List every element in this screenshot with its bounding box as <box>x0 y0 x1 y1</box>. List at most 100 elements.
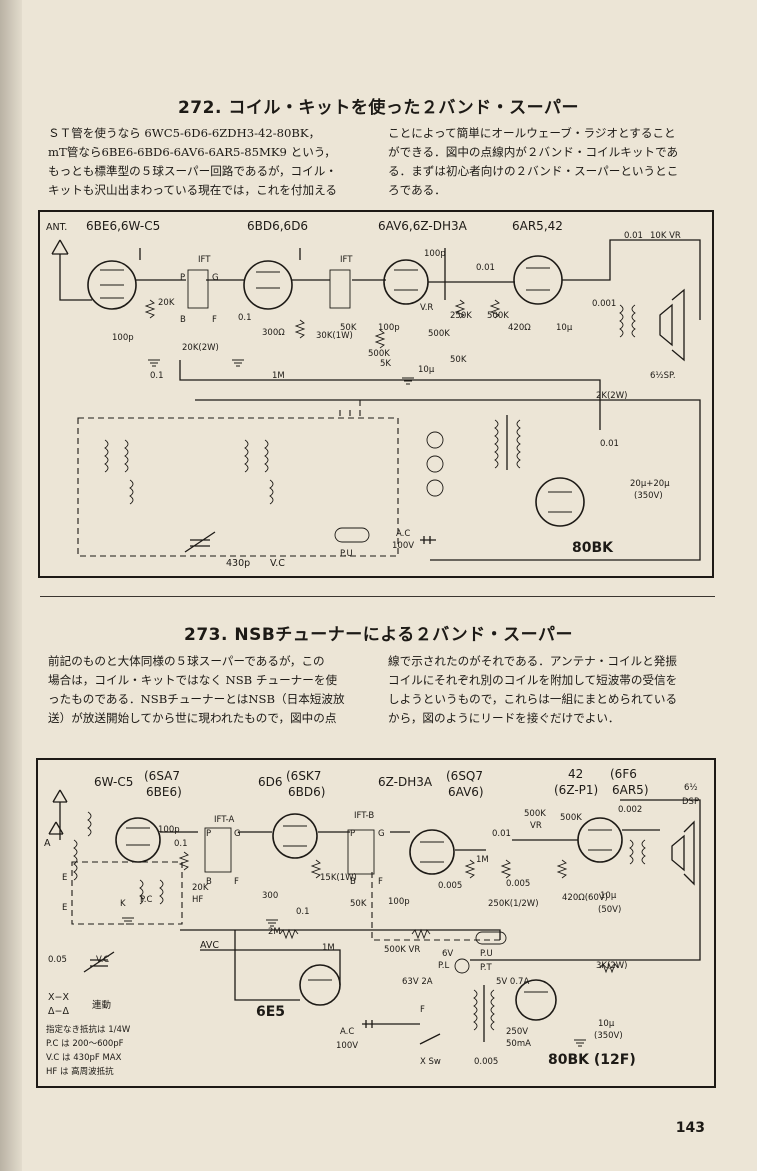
svg-text:(6SQ7: (6SQ7 <box>446 769 483 783</box>
svg-text:0.002: 0.002 <box>618 805 642 815</box>
svg-text:50mA: 50mA <box>506 1039 531 1049</box>
svg-text:50K: 50K <box>450 355 467 365</box>
svg-text:500K: 500K <box>428 329 450 339</box>
svg-text:300: 300 <box>262 891 278 901</box>
svg-text:10μ: 10μ <box>600 891 617 901</box>
svg-text:0.1: 0.1 <box>296 907 310 917</box>
svg-text:3K(2W): 3K(2W) <box>596 961 627 971</box>
svg-text:0.005: 0.005 <box>438 881 462 891</box>
svg-text:B: B <box>180 315 186 325</box>
svg-text:IFT: IFT <box>198 255 211 265</box>
svg-text:V.R: V.R <box>420 303 433 313</box>
svg-text:0.001: 0.001 <box>592 299 616 309</box>
svg-text:P.U: P.U <box>340 549 353 559</box>
svg-text:1M: 1M <box>272 371 285 381</box>
svg-text:500K: 500K <box>487 311 509 321</box>
svg-text:10K VR: 10K VR <box>650 231 681 241</box>
svg-text:20K(2W): 20K(2W) <box>182 343 219 353</box>
svg-text:5V 0.7A: 5V 0.7A <box>496 977 529 987</box>
svg-text:P.U: P.U <box>480 949 493 959</box>
svg-text:6BE6): 6BE6) <box>146 785 182 799</box>
svg-text:10μ: 10μ <box>418 365 435 375</box>
svg-text:(350V): (350V) <box>634 491 663 501</box>
svg-text:300Ω: 300Ω <box>262 328 285 338</box>
svg-text:500K VR: 500K VR <box>384 945 420 955</box>
svg-text:420Ω(60V): 420Ω(60V) <box>562 893 608 903</box>
svg-text:2K(2W): 2K(2W) <box>596 391 627 401</box>
svg-text:0.1: 0.1 <box>238 313 252 323</box>
svg-text:0.05: 0.05 <box>48 955 67 965</box>
schematic-272-wiring <box>51 239 701 561</box>
svg-text:V.C: V.C <box>96 955 109 965</box>
tube-label-6wc5: 6W-C5 <box>94 775 133 789</box>
page-number: 143 <box>675 1120 705 1136</box>
tube-label-6ar5: 6AR5,42 <box>512 219 563 233</box>
svg-text:0.1: 0.1 <box>174 839 188 849</box>
section-273-text-right: 線で示されたのがそれである．アンテナ・コイルと発振 コイルにそれぞれ別のコイルを… <box>388 654 678 725</box>
svg-text:(350V): (350V) <box>594 1031 623 1041</box>
svg-text:(6SK7: (6SK7 <box>286 769 321 783</box>
svg-text:AVC: AVC <box>200 940 219 951</box>
section-divider <box>40 596 715 597</box>
svg-text:100p: 100p <box>112 333 134 343</box>
circuit-diagram-273 <box>36 758 716 1088</box>
tube-label-6zdh3a: 6Z-DH3A <box>378 775 433 789</box>
svg-text:DSP: DSP <box>682 797 699 807</box>
svg-text:6V: 6V <box>442 949 453 959</box>
svg-text:X Sw: X Sw <box>420 1057 441 1067</box>
svg-text:P: P <box>350 829 355 839</box>
tube-label-42: 42 <box>568 767 583 781</box>
svg-text:5K: 5K <box>380 359 391 369</box>
svg-text:P: P <box>180 273 185 283</box>
svg-text:6BD6): 6BD6) <box>288 785 325 799</box>
tube-label-6av6: 6AV6,6Z-DH3A <box>378 219 468 233</box>
svg-text:500K: 500K <box>368 349 390 359</box>
tube-label-80bk: 80BK <box>572 540 614 556</box>
section-273-title: 273. NSBチューナーによる２バンド・スーパー <box>184 625 573 645</box>
svg-text:A.C: A.C <box>340 1027 354 1037</box>
svg-text:(6Z-P1): (6Z-P1) <box>554 783 598 797</box>
note-resistor: 指定なき抵抗は 1/4W <box>46 1024 131 1035</box>
svg-text:15K(1W): 15K(1W) <box>320 873 357 883</box>
book-gutter <box>0 0 22 1171</box>
tube-label-6bd6: 6BD6,6D6 <box>247 219 308 233</box>
svg-text:100p: 100p <box>158 825 180 835</box>
svg-text:6½SP.: 6½SP. <box>650 371 676 381</box>
svg-text:F: F <box>234 877 239 887</box>
svg-text:IFT-B: IFT-B <box>354 811 374 821</box>
label-ant: ANT. <box>46 222 67 233</box>
svg-text:420Ω: 420Ω <box>508 323 531 333</box>
section-272-text-left: ＳＴ管を使うなら 6WC5-6D6-6ZDH3-42-80BK， mT管なら6B… <box>48 126 337 197</box>
svg-text:VR: VR <box>530 821 542 831</box>
svg-text:0.005: 0.005 <box>474 1057 498 1067</box>
svg-text:E: E <box>62 903 67 913</box>
section-272-text-right: ことによって簡単にオールウェーブ・ラジオとすること ができる．図中の点線内が２バ… <box>388 126 679 197</box>
tube-label-6be6: 6BE6,6W-C5 <box>86 219 160 233</box>
svg-text:6AV6): 6AV6) <box>448 785 484 799</box>
svg-text:100V: 100V <box>336 1041 358 1051</box>
svg-text:F: F <box>378 877 383 887</box>
svg-text:250V: 250V <box>506 1027 528 1037</box>
svg-text:0.01: 0.01 <box>492 829 511 839</box>
svg-text:P.C: P.C <box>140 895 153 905</box>
svg-text:0.1: 0.1 <box>150 371 164 381</box>
svg-text:F: F <box>212 315 217 325</box>
section-273-text-left: 前記のものと大体同様の５球スーパーであるが，この 場合は，コイル・キットではなく… <box>48 654 345 725</box>
svg-text:30K(1W): 30K(1W) <box>316 331 353 341</box>
svg-text:2M: 2M <box>268 927 281 937</box>
section-272-title: 272. コイル・キットを使った２バンド・スーパー <box>177 98 580 118</box>
svg-text:1M: 1M <box>476 855 489 865</box>
svg-text:P.L: P.L <box>438 961 450 971</box>
svg-text:10μ: 10μ <box>556 323 573 333</box>
svg-text:(6F6: (6F6 <box>610 767 637 781</box>
svg-text:430p: 430p <box>226 558 250 569</box>
schematic-272-labels: ANT. 6BE6,6W-C5 6BD6,6D6 6AV6,6Z-DH3A 6A… <box>46 219 681 569</box>
note-gang-label: 連動 <box>92 999 111 1011</box>
svg-text:A: A <box>44 838 51 849</box>
svg-text:HF: HF <box>192 895 203 905</box>
svg-text:E: E <box>62 873 67 883</box>
svg-text:0.01: 0.01 <box>624 231 643 241</box>
note-gang-delta: Δ−Δ <box>48 1006 69 1017</box>
svg-text:G: G <box>378 829 385 839</box>
